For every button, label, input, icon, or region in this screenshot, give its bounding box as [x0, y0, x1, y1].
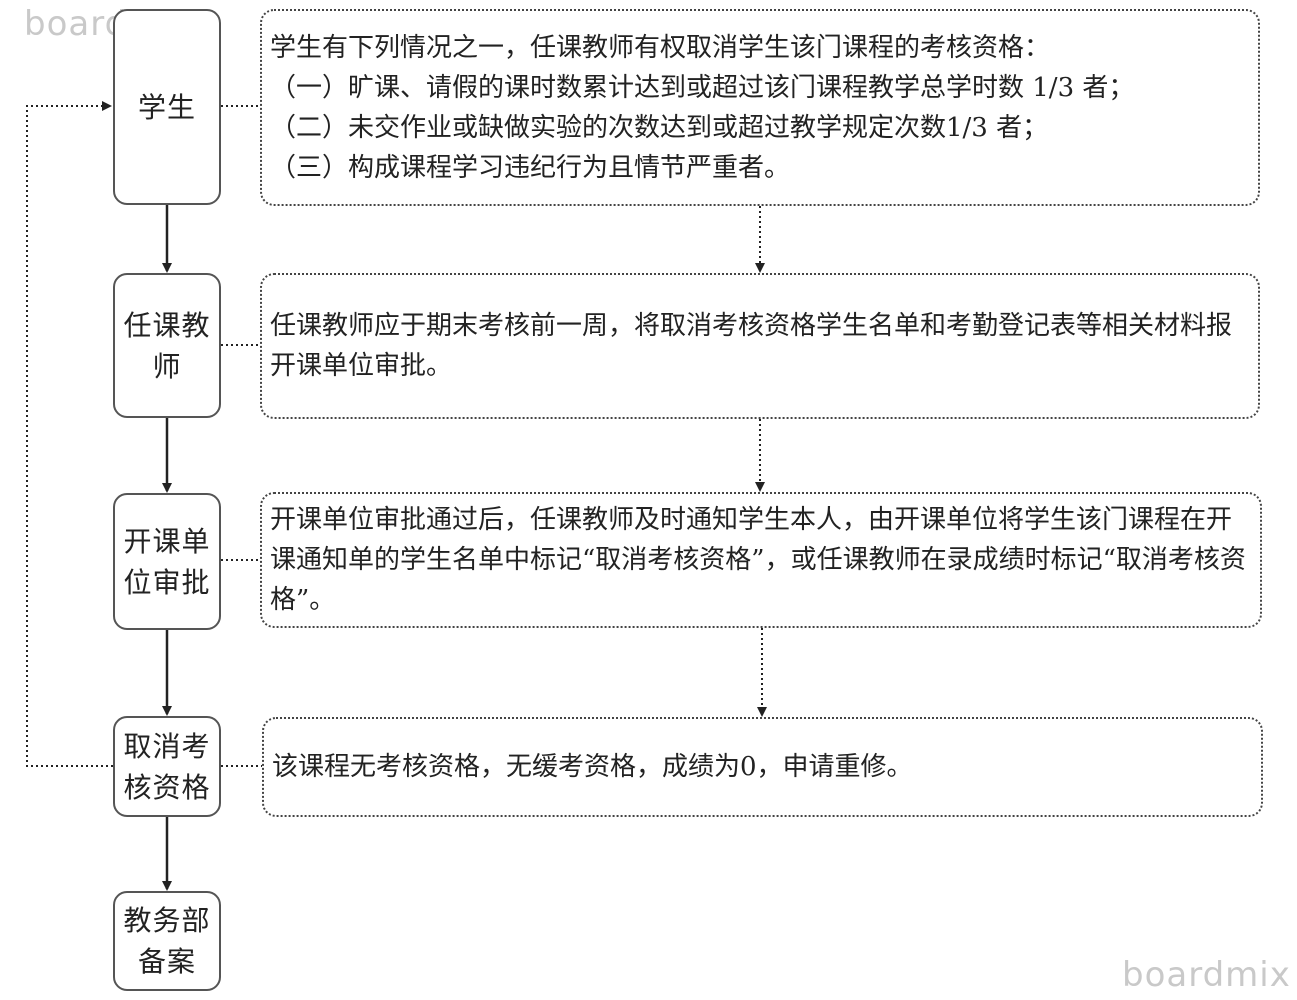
note-cancel-text: 该课程无考核资格，无缓考资格，成绩为0，申请重修。 — [272, 752, 913, 782]
note-cancel-result: 该课程无考核资格，无缓考资格，成绩为0，申请重修。 — [262, 717, 1263, 817]
step-department-approval: 开课单位审批 — [113, 493, 221, 630]
note-teacher-text: 任课教师应于期末考核前一周，将取消考核资格学生名单和考勤登记表等相关材料报开课单… — [270, 311, 1233, 381]
step-teacher: 任课教师 — [113, 273, 221, 418]
step-student-label: 学生 — [137, 90, 196, 124]
note-student-conditions: 学生有下列情况之一，任课教师有权取消学生该门课程的考核资格： （一）旷课、请假的… — [260, 9, 1260, 206]
note-teacher-submission: 任课教师应于期末考核前一周，将取消考核资格学生名单和考勤登记表等相关材料报开课单… — [260, 273, 1260, 419]
note-student-item-2: （二）未交作业或缺做实验的次数达到或超过教学规定次数1/3 者； — [270, 112, 1049, 143]
step-student: 学生 — [113, 9, 221, 205]
step-cancel-qualification-label: 取消考核资格 — [123, 729, 211, 804]
note-department-text: 开课单位审批通过后，任课教师及时通知学生本人，由开课单位将学生该门课程在开课通知… — [270, 505, 1246, 615]
watermark-bottom-right: boardmix — [1122, 955, 1291, 995]
step-teacher-label: 任课教师 — [123, 308, 211, 383]
step-academic-record-label: 教务部备案 — [123, 904, 211, 978]
step-cancel-qualification: 取消考核资格 — [113, 716, 221, 817]
step-academic-record: 教务部备案 — [113, 891, 221, 991]
step-department-approval-label: 开课单位审批 — [123, 524, 211, 599]
feedback-loop-cancel-to-student — [26, 101, 113, 767]
note-department-approval: 开课单位审批通过后，任课教师及时通知学生本人，由开课单位将学生该门课程在开课通知… — [260, 492, 1262, 628]
note-student-heading: 学生有下列情况之一，任课教师有权取消学生该门课程的考核资格： — [270, 32, 1051, 63]
note-student-item-3: （三）构成课程学习违纪行为且情节严重者。 — [270, 152, 791, 183]
note-student-item-1: （一）旷课、请假的课时数累计达到或超过该门课程教学总学时数 1/3 者； — [270, 72, 1135, 103]
